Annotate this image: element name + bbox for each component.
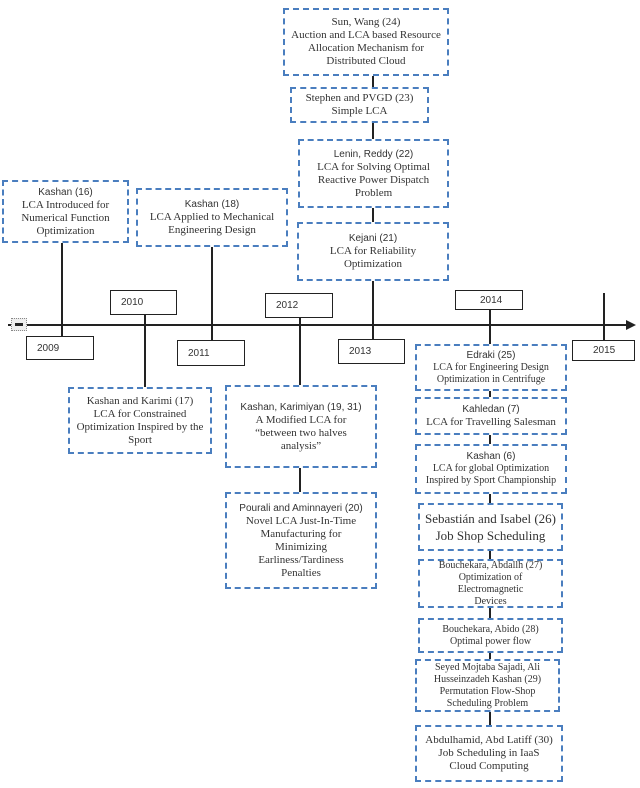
entry-author: Kashan (18) (184, 199, 240, 210)
entry-title: LCA Applied to Mechanical Engineering De… (149, 211, 275, 236)
entry-title: Optimization of Electromagnetic Devices (457, 571, 524, 607)
year-label-2009: 2009 (26, 336, 94, 360)
entry-author: Bouchekara, Abido (28) (442, 623, 539, 635)
entry-title: LCA for Solving Optimal Reactive Power D… (317, 160, 430, 199)
entry-author: Stephen and PVGD (23) (305, 92, 414, 104)
year-label-2012: 2012 (265, 293, 333, 318)
year-label-2010: 2010 (110, 290, 177, 315)
year-label-2015: 2015 (572, 340, 635, 361)
entry-author: Bouchekara, Abdallh (27) (438, 559, 543, 571)
entry-lenin: Lenin, Reddy (22)LCA for Solving Optimal… (298, 139, 449, 208)
entry-author: Sebastián and Isabel (26) (424, 511, 557, 526)
entry-kashan-karimiyan: Kashan, Karimiyan (19, 31)A Modified LCA… (225, 385, 377, 468)
entry-title: LCA for Constrained Optimization Inspire… (76, 407, 204, 446)
entry-author: Seyed Mojtaba Sajadi, Ali Husseinzadeh K… (433, 662, 542, 685)
entry-author: Kejani (21) (348, 233, 398, 244)
entry-author: Lenin, Reddy (22) (333, 148, 414, 160)
entry-kahledan: Kahledan (7)LCA for Travelling Salesman (415, 397, 567, 435)
entry-title: LCA for Engineering Design Optimization … (433, 361, 549, 385)
entry-author: Pourali and Aminnayeri (20) (239, 502, 363, 514)
entry-pourali: Pourali and Aminnayeri (20)Novel LCA Jus… (225, 492, 377, 589)
entry-abdulhamid: Abdulhamid, Abd Latiff (30)Job Schedulin… (415, 725, 563, 782)
entry-kashan-18: Kashan (18)LCA Applied to Mechanical Eng… (136, 188, 288, 247)
entry-title: Permutation Flow-Shop Scheduling Problem (439, 686, 536, 709)
entry-bouchekara-27: Bouchekara, Abdallh (27)Optimization of … (418, 559, 563, 608)
connector (211, 246, 213, 340)
entry-sebastian: Sebastián and Isabel (26) Job Shop Schedu… (418, 503, 563, 551)
entry-sajadi: Seyed Mojtaba Sajadi, Ali Husseinzadeh K… (415, 659, 560, 712)
entry-author: Kahledan (7) (462, 404, 520, 415)
timeline-axis (8, 324, 628, 326)
entry-author: Kashan (6) (466, 451, 516, 462)
connector (61, 242, 63, 336)
entry-author: Kashan and Karimi (17) (86, 394, 194, 407)
entry-author: Kashan, Karimiyan (19, 31) (240, 401, 362, 413)
arrow-head-icon (626, 320, 636, 330)
entry-stephen: Stephen and PVGD (23)Simple LCA (290, 87, 429, 123)
entry-title: Simple LCA (331, 105, 388, 117)
entry-kashan-16: Kashan (16)LCA Introduced for Numerical … (2, 180, 129, 243)
year-label-2011: 2011 (177, 340, 245, 366)
entry-edraki: Edraki (25)LCA for Engineering Design Op… (415, 344, 567, 391)
entry-title: Novel LCA Just-In-Time Manufacturing for… (245, 514, 357, 579)
entry-title: Auction and LCA based Resource Allocatio… (291, 29, 441, 67)
entry-title: LCA for global Optimization Inspired by … (425, 463, 557, 486)
entry-author: Edraki (25) (466, 349, 516, 361)
entry-title: LCA for Reliability Optimization (329, 245, 417, 270)
entry-bouchekara-28: Bouchekara, Abido (28)Optimal power flow (418, 618, 563, 653)
entry-title: Optimal power flow (449, 635, 532, 647)
entry-author: Kashan (16) (38, 186, 93, 198)
connector (603, 293, 605, 340)
collapse-handle-icon[interactable] (11, 318, 27, 331)
entry-kashan-6: Kashan (6)LCA for global Optimization In… (415, 444, 567, 494)
connector (144, 315, 146, 387)
year-label-2013: 2013 (338, 339, 405, 364)
entry-author: Sun, Wang (24) (331, 16, 401, 28)
entry-title: Job Shop Scheduling (435, 528, 546, 543)
year-label-2014: 2014 (455, 290, 523, 310)
entry-title: Job Scheduling in IaaS Cloud Computing (438, 747, 540, 772)
entry-title: LCA Introduced for Numerical Function Op… (21, 198, 110, 237)
entry-title: LCA for Travelling Salesman (426, 416, 556, 428)
entry-sun-wang: Sun, Wang (24)Auction and LCA based Reso… (283, 8, 449, 76)
entry-kejani: Kejani (21)LCA for Reliability Optimizat… (297, 222, 449, 281)
entry-title: A Modified LCA for “between two halves a… (255, 413, 347, 452)
entry-kashan-karimi: Kashan and Karimi (17)LCA for Constraine… (68, 387, 212, 454)
entry-author: Abdulhamid, Abd Latiff (30) (425, 734, 553, 746)
